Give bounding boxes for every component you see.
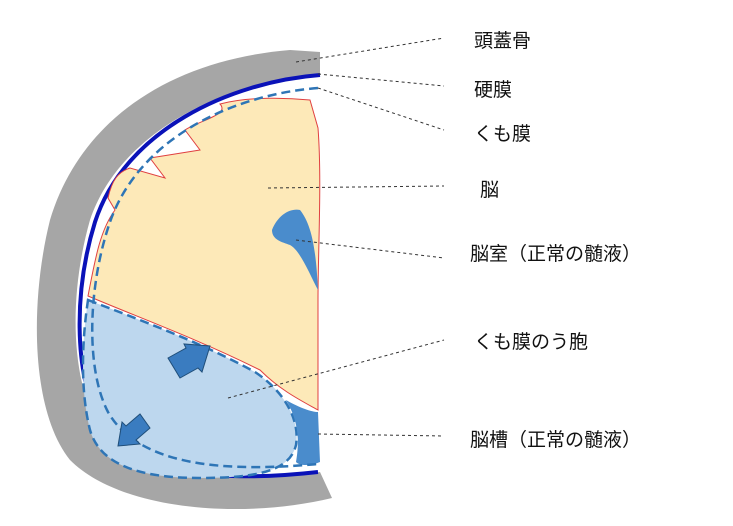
ventricle — [272, 209, 318, 290]
leader-lines — [227, 37, 445, 437]
label-cistern: 脳槽（正常の髄液） — [470, 429, 642, 451]
arrow-up — [167, 343, 211, 379]
label-arachnoid: くも膜 — [474, 123, 532, 145]
arrow-down — [117, 413, 151, 447]
label-dura: 硬膜 — [474, 79, 513, 101]
cistern — [286, 400, 320, 465]
label-cyst: くも膜のう胞 — [474, 331, 589, 353]
label-skull: 頭蓋骨 — [474, 30, 532, 52]
label-ventricle: 脳室（正常の髄液） — [470, 243, 642, 265]
label-brain: 脳 — [480, 179, 500, 201]
skull — [36, 50, 332, 510]
